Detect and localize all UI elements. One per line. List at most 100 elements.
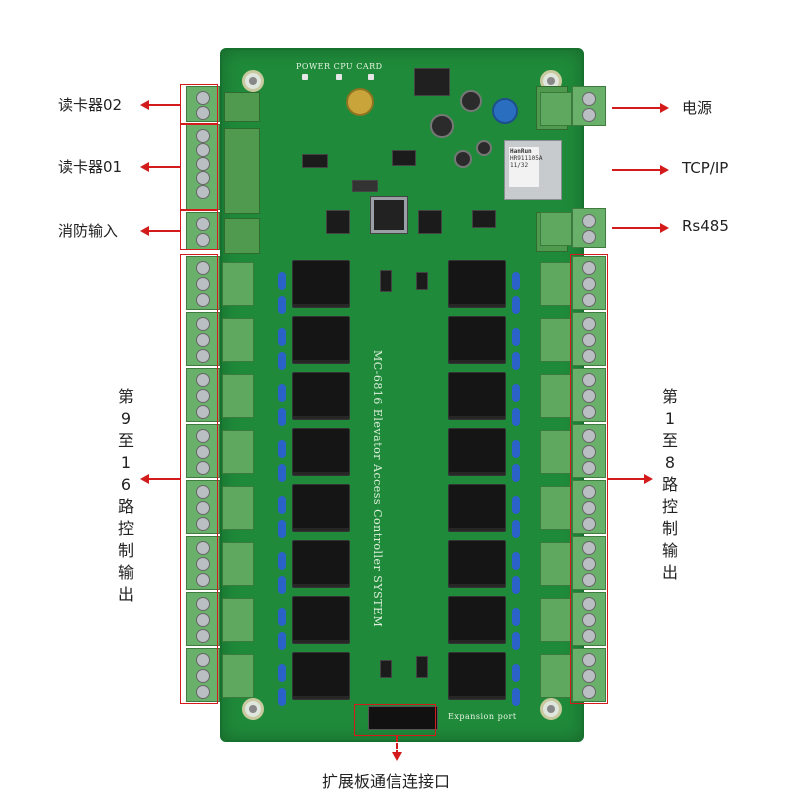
small-chip bbox=[416, 656, 428, 678]
varistor bbox=[278, 440, 286, 458]
arrow-head-power bbox=[660, 103, 669, 113]
small-chip bbox=[418, 210, 442, 234]
callout-box-expansion bbox=[354, 704, 436, 736]
varistor bbox=[278, 408, 286, 426]
arrow-tcpip bbox=[612, 169, 660, 171]
terminal-output-16[interactable] bbox=[186, 648, 220, 702]
relay-12 bbox=[292, 428, 350, 476]
varistor bbox=[278, 328, 286, 346]
label-reader02: 读卡器02 bbox=[58, 96, 123, 114]
arrow-head-right-outputs bbox=[644, 474, 653, 484]
mounting-hole-bottom-right bbox=[540, 698, 562, 720]
varistor bbox=[512, 272, 520, 290]
plug-output-3 bbox=[540, 374, 572, 418]
arrow-head-expansion bbox=[392, 752, 402, 761]
varistor bbox=[278, 608, 286, 626]
coin-battery bbox=[346, 88, 374, 116]
terminal-output-12[interactable] bbox=[186, 424, 220, 478]
terminal-output-9[interactable] bbox=[186, 256, 220, 310]
plug-output-12 bbox=[222, 430, 254, 474]
terminal-output-3[interactable] bbox=[572, 368, 606, 422]
ethernet-date: 11/32 bbox=[510, 162, 529, 169]
small-chip bbox=[472, 210, 496, 228]
plug-output-4 bbox=[540, 430, 572, 474]
varistor bbox=[512, 440, 520, 458]
label-reader01: 读卡器01 bbox=[58, 158, 123, 176]
terminal-output-4[interactable] bbox=[572, 424, 606, 478]
label-left-outputs: 第9至16路控制输出 bbox=[117, 387, 134, 604]
terminal-output-7[interactable] bbox=[572, 592, 606, 646]
voltage-regulator-chip bbox=[414, 68, 450, 96]
varistor bbox=[278, 664, 286, 682]
plug-output-11 bbox=[222, 374, 254, 418]
cpu-led bbox=[336, 74, 342, 80]
arrow-power bbox=[612, 107, 660, 109]
model-silkscreen: MC-6816 Elevator Access Controller SYSTE… bbox=[371, 350, 384, 628]
varistor bbox=[512, 296, 520, 314]
terminal-output-15[interactable] bbox=[186, 592, 220, 646]
terminal-output-6[interactable] bbox=[572, 536, 606, 590]
expansion-port-silkscreen: Expansion port bbox=[448, 712, 517, 721]
small-chip bbox=[380, 660, 392, 678]
plug-output-6 bbox=[540, 542, 572, 586]
varistor bbox=[278, 632, 286, 650]
relay-16 bbox=[292, 652, 350, 700]
label-fire-input: 消防输入 bbox=[58, 222, 119, 240]
relay-15 bbox=[292, 596, 350, 644]
terminal-output-8[interactable] bbox=[572, 648, 606, 702]
plug-rs485 bbox=[540, 212, 572, 246]
arrow-head-reader02 bbox=[140, 100, 149, 110]
relay-10 bbox=[292, 316, 350, 364]
label-rs485: Rs485 bbox=[682, 217, 729, 235]
fire-input-connector-block bbox=[224, 218, 260, 254]
callout-box-reader02 bbox=[180, 84, 218, 124]
varistor bbox=[512, 352, 520, 370]
terminal-output-10[interactable] bbox=[186, 312, 220, 366]
relay-9 bbox=[292, 260, 350, 308]
led-silkscreen: POWER CPU CARD bbox=[296, 62, 383, 71]
plug-output-5 bbox=[540, 486, 572, 530]
plug-output-13 bbox=[222, 486, 254, 530]
varistor bbox=[278, 576, 286, 594]
varistor bbox=[512, 464, 520, 482]
ethernet-brand: HanRun bbox=[510, 148, 532, 155]
crystal-oscillator bbox=[352, 180, 378, 192]
plug-output-9 bbox=[222, 262, 254, 306]
terminal-power[interactable] bbox=[572, 86, 606, 126]
arrow-reader02 bbox=[148, 104, 180, 106]
ethernet-jack: HanRun HR911105A 11/32 bbox=[504, 140, 562, 200]
terminal-output-2[interactable] bbox=[572, 312, 606, 366]
terminal-reader02[interactable] bbox=[186, 86, 220, 122]
small-chip bbox=[416, 272, 428, 290]
varistor bbox=[512, 632, 520, 650]
cpu-chip bbox=[370, 196, 408, 234]
small-chip bbox=[326, 210, 350, 234]
terminal-output-13[interactable] bbox=[186, 480, 220, 534]
relay-14 bbox=[292, 540, 350, 588]
terminal-rs485[interactable] bbox=[572, 208, 606, 248]
terminal-output-11[interactable] bbox=[186, 368, 220, 422]
terminal-output-1[interactable] bbox=[572, 256, 606, 310]
arrow-head-left-outputs bbox=[140, 474, 149, 484]
terminal-reader01[interactable] bbox=[186, 124, 220, 210]
terminal-fire-input[interactable] bbox=[186, 212, 220, 250]
terminal-output-5[interactable] bbox=[572, 480, 606, 534]
reader02-connector-block bbox=[224, 92, 260, 122]
arrow-reader01 bbox=[148, 166, 180, 168]
ethernet-part: HR911105A bbox=[510, 155, 543, 162]
ethernet-label: HanRun HR911105A 11/32 bbox=[509, 147, 543, 187]
plug-output-16 bbox=[222, 654, 254, 698]
varistor bbox=[512, 688, 520, 706]
relay-1 bbox=[448, 260, 506, 308]
label-expansion: 扩展板通信连接口 bbox=[322, 772, 451, 791]
varistor bbox=[512, 576, 520, 594]
callout-box-left-outputs bbox=[180, 254, 218, 704]
plug-output-14 bbox=[222, 542, 254, 586]
arrow-rs485 bbox=[612, 227, 660, 229]
terminal-output-14[interactable] bbox=[186, 536, 220, 590]
varistor bbox=[512, 520, 520, 538]
callout-box-right-outputs bbox=[570, 254, 608, 704]
arrow-fire-input bbox=[148, 230, 180, 232]
plug-output-15 bbox=[222, 598, 254, 642]
varistor bbox=[278, 352, 286, 370]
